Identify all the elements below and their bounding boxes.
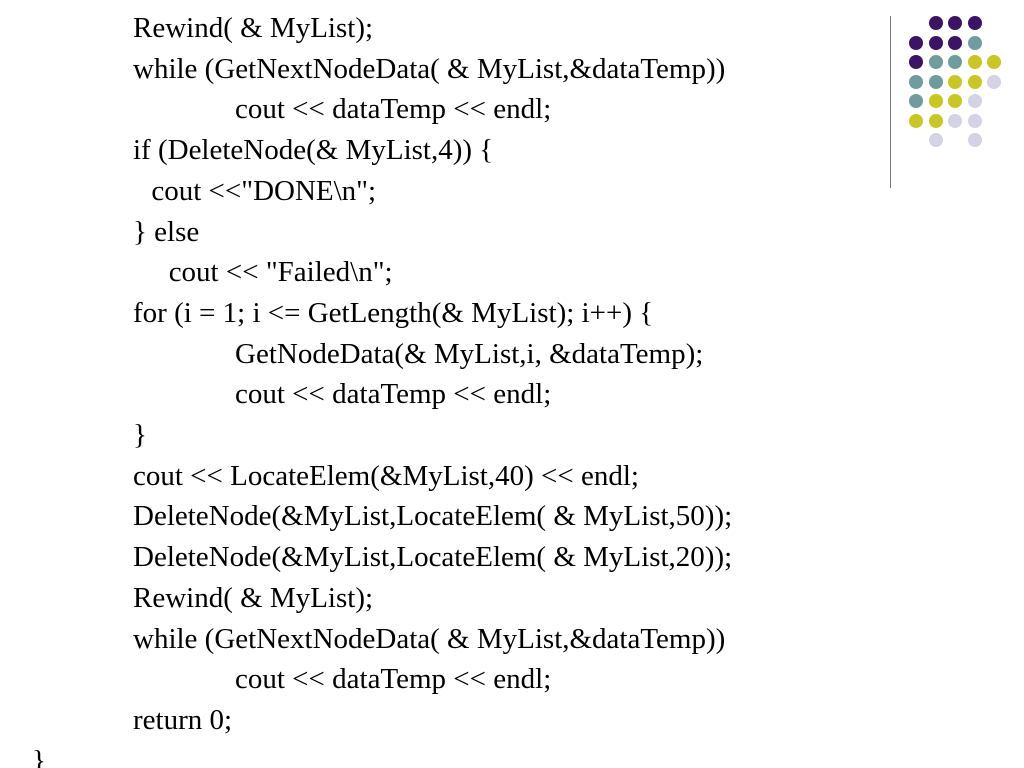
- code-line: GetNodeData(& MyList,i, &dataTemp);: [235, 337, 704, 370]
- code-line: cout <<"DONE\n";: [151, 174, 377, 207]
- dot: [948, 16, 962, 30]
- dot: [948, 55, 962, 69]
- code-line: while (GetNextNodeData( & MyList,&dataTe…: [133, 622, 726, 655]
- dot: [967, 113, 982, 128]
- code-line: }: [133, 419, 147, 451]
- dot: [967, 74, 982, 89]
- dot: [948, 35, 962, 50]
- code-line: cout << dataTemp << endl;: [235, 378, 552, 411]
- dot: [967, 55, 982, 69]
- code-line: cout << dataTemp << endl;: [235, 93, 552, 126]
- dot: [928, 16, 943, 30]
- dot: [987, 74, 1001, 89]
- code-line: for (i = 1; i <= GetLength(& MyList); i+…: [133, 296, 654, 329]
- dot: [928, 35, 943, 50]
- code-line: DeleteNode(&MyList,LocateElem( & MyList,…: [133, 541, 733, 574]
- code-line: Rewind( & MyList);: [133, 12, 374, 44]
- dot: [967, 94, 982, 108]
- dot: [928, 55, 943, 69]
- dot: [909, 94, 923, 108]
- code-line: cout << LocateElem(&MyList,40) << endl;: [133, 459, 639, 492]
- dot: [909, 35, 923, 50]
- dot: [928, 113, 943, 128]
- dot: [948, 113, 962, 128]
- dot: [987, 55, 1001, 69]
- dot: [909, 113, 923, 128]
- dot: [967, 16, 982, 30]
- code-line: cout << dataTemp << endl;: [235, 663, 552, 696]
- dot: [948, 94, 962, 108]
- code-line: cout << "Failed\n";: [168, 256, 393, 289]
- dot: [967, 35, 982, 50]
- dot: [909, 55, 923, 69]
- code-line: DeleteNode(&MyList,LocateElem( & MyList,…: [133, 500, 733, 533]
- code-line: if (DeleteNode(& MyList,4)) {: [133, 134, 494, 167]
- code-line: Rewind( & MyList);: [133, 581, 374, 614]
- code-line: } else: [133, 215, 200, 248]
- dot: [928, 74, 943, 89]
- code-line: return 0;: [133, 703, 233, 736]
- code-line: }: [32, 744, 46, 768]
- dot: [967, 133, 982, 147]
- vertical-divider: [890, 16, 891, 188]
- dot: [948, 74, 962, 89]
- code-line: while (GetNextNodeData( & MyList,&dataTe…: [133, 52, 726, 85]
- dot: [928, 94, 943, 108]
- dot: [909, 74, 923, 89]
- dot: [928, 133, 943, 147]
